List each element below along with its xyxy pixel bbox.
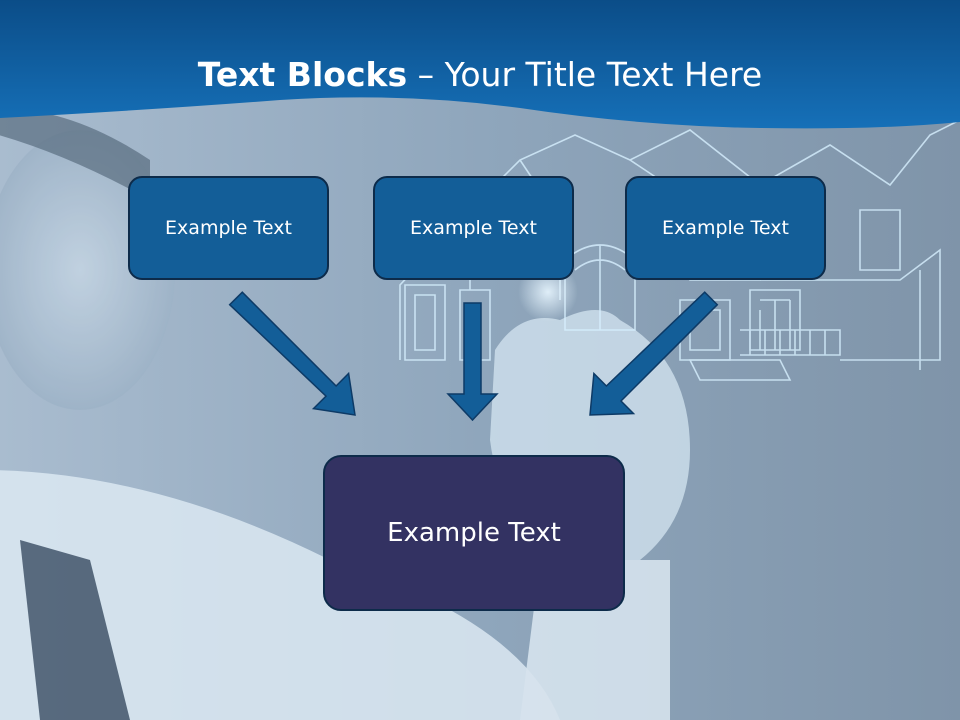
text-block-1-label: Example Text (165, 217, 292, 239)
page-title: Text Blocks – Your Title Text Here (0, 52, 960, 98)
center-text-block[interactable]: Example Text (323, 455, 625, 611)
title-dash: – (407, 55, 445, 94)
title-bold: Text Blocks (197, 55, 408, 94)
text-block-2[interactable]: Example Text (373, 176, 574, 280)
man-figure (0, 108, 690, 720)
title-rest: Your Title Text Here (444, 55, 763, 94)
text-block-2-label: Example Text (410, 217, 537, 239)
text-block-3[interactable]: Example Text (625, 176, 826, 280)
header-band (0, 0, 960, 129)
text-block-1[interactable]: Example Text (128, 176, 329, 280)
center-text-block-label: Example Text (387, 518, 561, 548)
text-block-3-label: Example Text (662, 217, 789, 239)
